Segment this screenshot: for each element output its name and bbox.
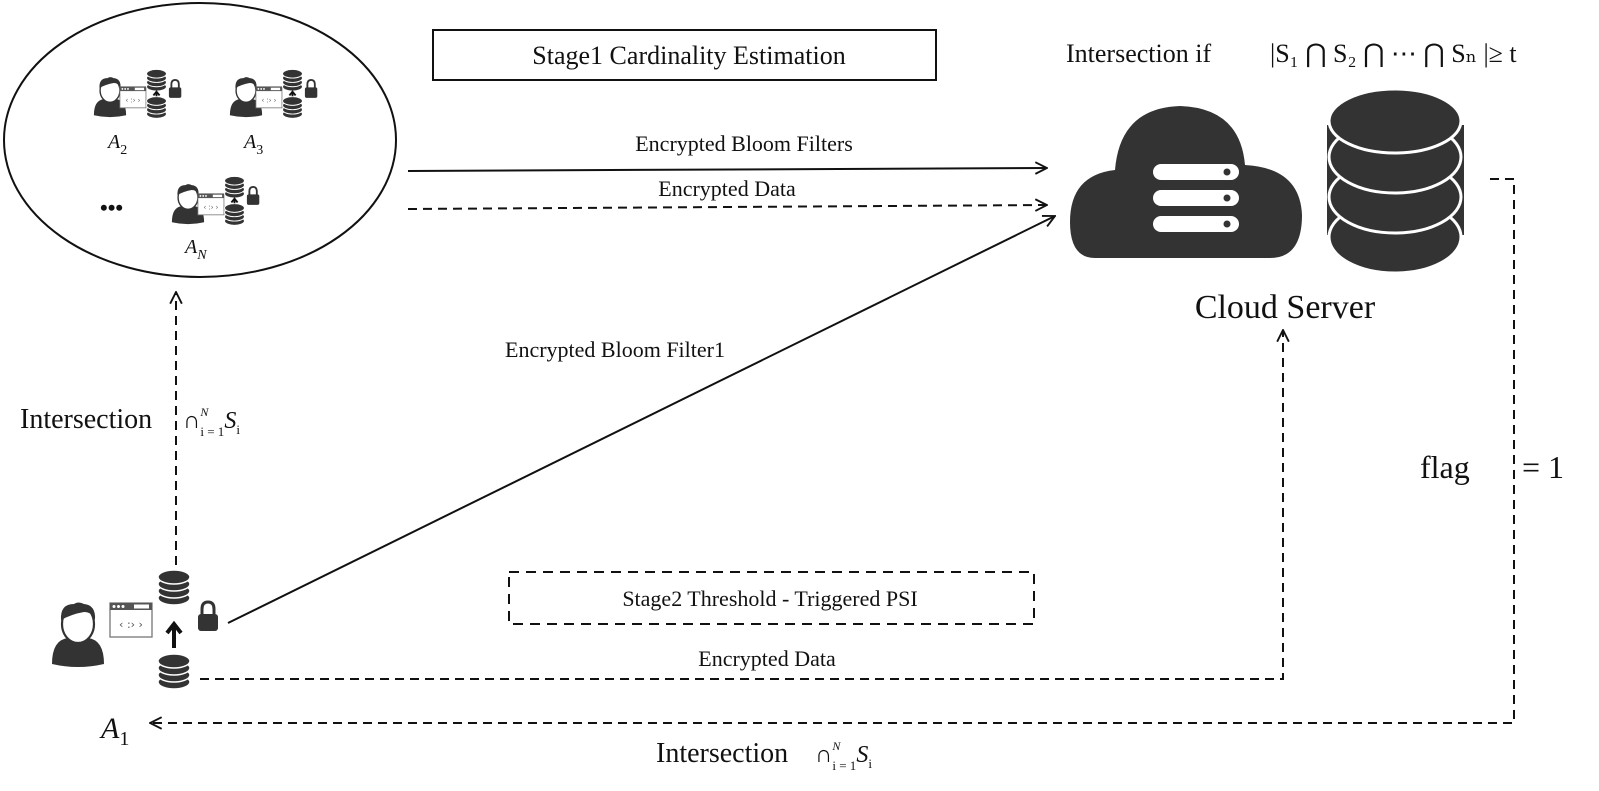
participant-a2-label: A2 xyxy=(106,131,127,158)
ellipsis-more-participants: ••• xyxy=(100,195,123,220)
client-icon xyxy=(94,69,181,118)
participant-a1-label: A1 xyxy=(99,712,129,750)
flow-bloom-filter1-label: Encrypted Bloom Filter1 xyxy=(505,337,725,362)
participant-a3-label: A3 xyxy=(242,131,263,158)
database-icon xyxy=(157,569,191,606)
cloud-server-icon xyxy=(1070,106,1302,258)
intersection-bottom-label: Intersection xyxy=(656,738,788,769)
participant-a1 xyxy=(50,569,220,690)
flag-value: = 1 xyxy=(1522,449,1564,485)
stage1-box xyxy=(432,29,937,81)
server-database-icon xyxy=(1327,87,1464,275)
participant-a2 xyxy=(94,69,181,118)
server-condition-formula: |S₁ ⋂ S₂ ⋂ ⋯ ⋂ Sₙ |≥ t xyxy=(1270,39,1517,68)
upload-arrow-icon xyxy=(165,620,183,648)
arrow-encrypted-data-top xyxy=(407,205,1047,209)
flow-bloom-filters-label: Encrypted Bloom Filters xyxy=(635,131,853,156)
client-icon xyxy=(172,176,259,225)
participants-group-ellipse xyxy=(3,2,397,278)
intersection-left-label: Intersection xyxy=(20,404,152,435)
arrow-bloom-filter1 xyxy=(227,216,1055,624)
stage1-label: Stage1 Cardinality Estimation xyxy=(532,41,845,70)
participant-an xyxy=(172,176,259,225)
arrow-encrypted-data-bottom xyxy=(200,330,1283,680)
arrow-intersection-return xyxy=(150,178,1515,723)
server-condition-prefix: Intersection if xyxy=(1066,39,1211,68)
flag-label: flag xyxy=(1420,449,1470,485)
client-icon xyxy=(230,69,317,118)
lock-icon xyxy=(196,600,220,633)
participant-an-label: AN xyxy=(183,236,207,263)
user-icon xyxy=(50,601,106,669)
stage2-label: Stage2 Threshold - Triggered PSI xyxy=(622,586,917,611)
flow-encrypted-data-top-label: Encrypted Data xyxy=(658,176,796,201)
cloud-server-label: Cloud Server xyxy=(1195,289,1376,326)
flow-encrypted-data-bottom-label: Encrypted Data xyxy=(698,646,836,671)
database-icon xyxy=(157,653,191,690)
participant-a3 xyxy=(230,69,317,118)
browser-icon xyxy=(109,602,153,638)
stage2-box xyxy=(508,571,1035,625)
arrow-bloom-filters xyxy=(407,168,1047,171)
